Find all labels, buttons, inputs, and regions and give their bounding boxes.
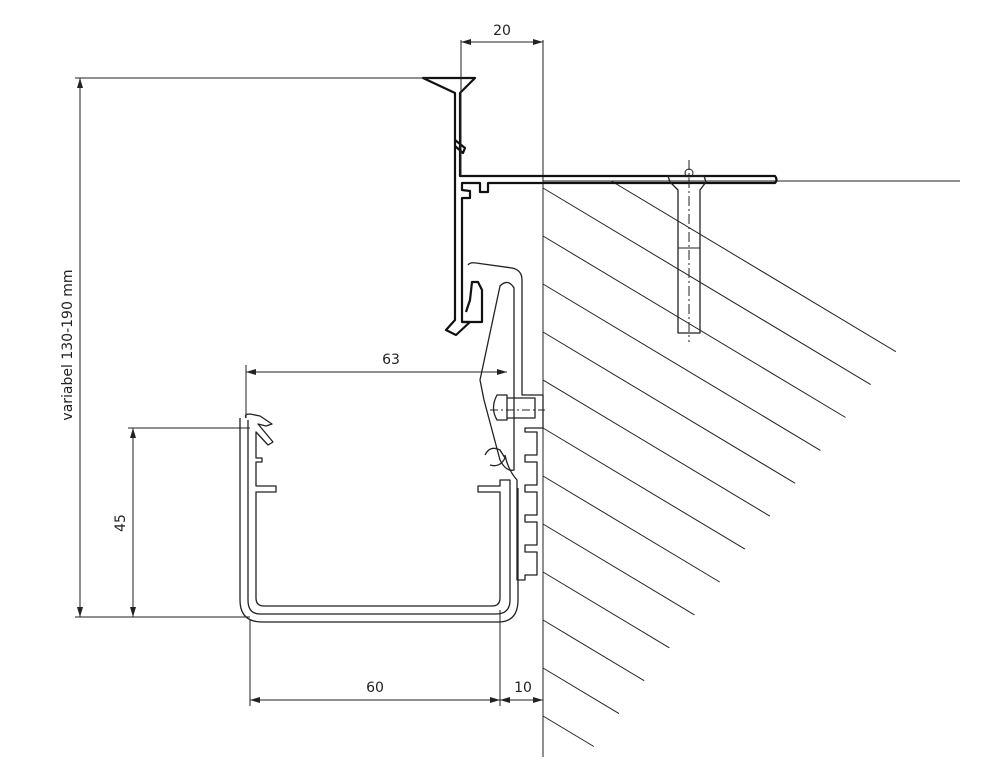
dim-label-45: 45 (113, 514, 129, 532)
hatch-line (542, 235, 846, 418)
dimension-10: 10 (500, 680, 543, 703)
hanger-bracket (467, 262, 545, 581)
hatch-line (542, 283, 821, 451)
dimension-20: 20 (460, 23, 543, 176)
hatch-line (542, 475, 720, 583)
dim-label-total-height: variabel 130-190 mm (60, 269, 76, 420)
fascia-profile (421, 76, 778, 337)
hatch-line (542, 715, 595, 747)
concrete-hatching (542, 180, 897, 747)
hatch-line (542, 667, 620, 715)
dim-label-20: 20 (493, 23, 511, 39)
dimension-63: 63 (245, 352, 507, 418)
hatch-line (542, 187, 871, 386)
hatch-line (611, 180, 897, 353)
gutter-channel (239, 413, 519, 623)
dim-label-60: 60 (366, 680, 384, 696)
fixing-screw (667, 160, 707, 342)
hatch-line (542, 619, 645, 682)
hatch-line (542, 427, 746, 550)
hatch-line (542, 331, 796, 484)
dim-label-63: 63 (382, 352, 400, 368)
dimension-60: 60 (249, 610, 501, 706)
hatch-line (542, 571, 670, 649)
dim-label-10: 10 (514, 680, 532, 696)
dimension-45: 45 (113, 427, 250, 617)
hatch-line (542, 379, 771, 517)
hatch-line (542, 523, 695, 616)
dimension-total-height: variabel 130-190 mm (60, 77, 430, 618)
